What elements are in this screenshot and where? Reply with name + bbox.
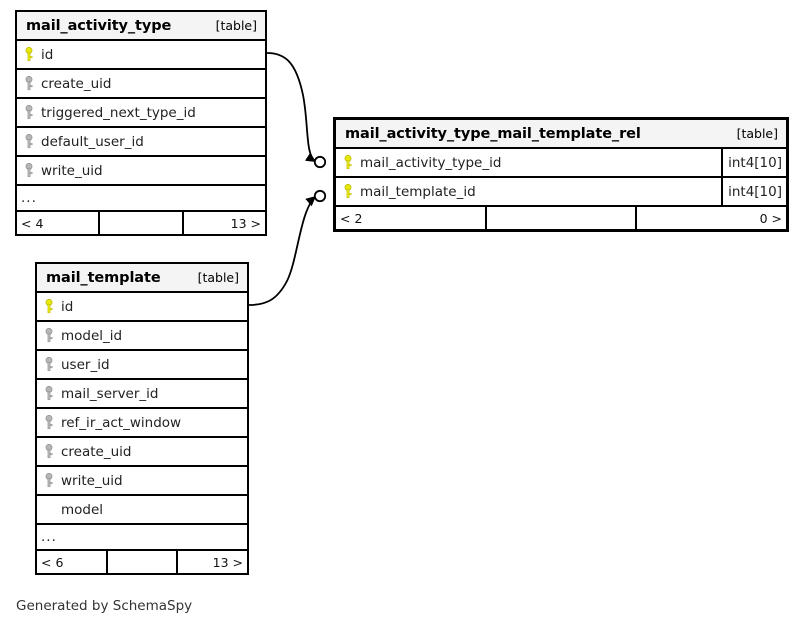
table-row[interactable]: user_id <box>37 351 247 380</box>
table-node-mail-activity-type[interactable]: mail_activity_type [table] id <box>15 10 267 236</box>
table-node-mail-template[interactable]: mail_template [table] id <box>35 262 249 575</box>
column-name: model <box>61 501 104 518</box>
table-footer: < 2 0 > <box>336 207 786 229</box>
table-title: mail_activity_type <box>26 17 172 34</box>
column-name: create_uid <box>61 443 132 460</box>
foreign-key-icon <box>17 134 41 149</box>
column-name: id <box>61 298 74 315</box>
foreign-key-icon <box>37 444 61 459</box>
generated-by-credit: Generated by SchemaSpy <box>16 598 193 614</box>
column-name: mail_template_id <box>360 183 476 200</box>
table-type-tag: [table] <box>197 270 239 285</box>
foreign-key-icon <box>37 357 61 372</box>
column-name: write_uid <box>61 472 123 489</box>
table-type-tag: [table] <box>215 18 257 33</box>
relationship-optional-marker <box>313 155 327 169</box>
footer-middle <box>105 551 177 573</box>
table-row[interactable]: write_uid <box>17 157 265 186</box>
footer-middle <box>484 207 636 229</box>
footer-outgoing-count: 13 > <box>181 212 265 234</box>
primary-key-icon <box>17 47 41 62</box>
foreign-key-icon <box>37 328 61 343</box>
column-name: id <box>41 46 54 63</box>
table-title: mail_template <box>46 269 161 286</box>
column-name: default_user_id <box>41 133 144 150</box>
foreign-key-icon <box>17 163 41 178</box>
foreign-key-icon <box>17 76 41 91</box>
table-columns: id create_uid <box>17 41 265 234</box>
table-header: mail_activity_type_mail_template_rel [ta… <box>336 120 786 149</box>
column-name: model_id <box>61 327 123 344</box>
column-name: write_uid <box>41 162 103 179</box>
relationship-line-mail-activity-type <box>266 52 327 169</box>
primary-key-icon <box>336 155 360 170</box>
footer-outgoing-count: 0 > <box>635 207 786 229</box>
more-columns-indicator: ... <box>37 525 247 551</box>
table-row[interactable]: model <box>37 496 247 525</box>
column-name: create_uid <box>41 75 112 92</box>
relationship-optional-marker <box>313 189 327 203</box>
table-row[interactable]: mail_server_id <box>37 380 247 409</box>
table-row[interactable]: default_user_id <box>17 128 265 157</box>
foreign-key-icon <box>37 386 61 401</box>
table-row[interactable]: create_uid <box>37 438 247 467</box>
table-row[interactable]: mail_activity_type_id int4[10] <box>336 149 786 178</box>
column-name: user_id <box>61 356 110 373</box>
footer-outgoing-count: 13 > <box>176 551 247 573</box>
footer-incoming-count: < 2 <box>340 210 363 226</box>
column-name: mail_activity_type_id <box>360 154 502 171</box>
table-node-mail-activity-type-mail-template-rel[interactable]: mail_activity_type_mail_template_rel [ta… <box>333 117 789 232</box>
primary-key-icon <box>336 184 360 199</box>
relationship-path <box>266 52 317 163</box>
table-row[interactable]: write_uid <box>37 467 247 496</box>
table-row[interactable]: triggered_next_type_id <box>17 99 265 128</box>
foreign-key-icon <box>17 105 41 120</box>
footer-middle <box>98 212 181 234</box>
table-title: mail_activity_type_mail_template_rel <box>345 125 641 142</box>
table-columns: id model_id <box>37 293 247 573</box>
table-type-tag: [table] <box>736 126 778 141</box>
table-header: mail_template [table] <box>37 264 247 293</box>
table-row[interactable]: create_uid <box>17 70 265 99</box>
primary-key-icon <box>37 299 61 314</box>
table-row[interactable]: id <box>37 293 247 322</box>
table-header: mail_activity_type [table] <box>17 12 265 41</box>
footer-incoming-count: < 6 <box>41 554 64 570</box>
column-name: ref_ir_act_window <box>61 414 182 431</box>
table-row[interactable]: ref_ir_act_window <box>37 409 247 438</box>
table-columns: mail_activity_type_id int4[10] mail_temp… <box>336 149 786 229</box>
column-datatype: int4[10] <box>721 149 786 176</box>
table-footer: < 4 13 > <box>17 212 265 234</box>
footer-incoming-count: < 4 <box>21 215 44 231</box>
column-name: mail_server_id <box>61 385 159 402</box>
foreign-key-icon <box>37 473 61 488</box>
table-row[interactable]: id <box>17 41 265 70</box>
table-row[interactable]: mail_template_id int4[10] <box>336 178 786 207</box>
column-datatype: int4[10] <box>721 178 786 205</box>
foreign-key-icon <box>37 415 61 430</box>
column-name: triggered_next_type_id <box>41 104 196 121</box>
more-columns-indicator: ... <box>17 186 265 212</box>
table-footer: < 6 13 > <box>37 551 247 573</box>
table-row[interactable]: model_id <box>37 322 247 351</box>
